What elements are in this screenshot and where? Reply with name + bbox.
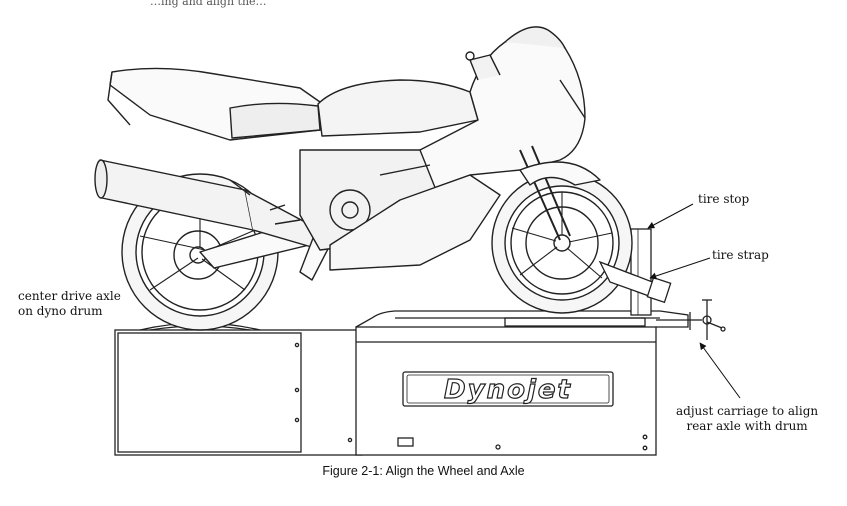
tire-stop-arrow	[647, 203, 694, 229]
front-wheel	[491, 172, 633, 314]
adjust-carriage-arrow	[699, 342, 741, 399]
figure-caption: Figure 2-1: Align the Wheel and Axle	[322, 464, 525, 478]
label-line: rear axle with drum	[686, 419, 808, 433]
dynojet-logo: Dynojet	[444, 375, 572, 405]
label-line: center drive axle	[18, 289, 121, 303]
tire-stop	[630, 228, 652, 316]
dyno-base: Dynojet	[114, 299, 726, 456]
label-tire-stop: tire stop	[698, 192, 750, 206]
tire-strap	[598, 260, 672, 304]
tire-strap-arrow	[649, 257, 711, 280]
label-adjust-carriage: adjust carriage to align rear axle with …	[676, 404, 818, 434]
motorcycle	[94, 26, 633, 331]
label-tire-strap: tire strap	[712, 248, 769, 262]
header-fragment: …ing and align the…	[150, 0, 267, 8]
callout-lines	[647, 203, 741, 399]
label-center-drive-axle: center drive axle on dyno drum	[18, 289, 121, 319]
label-line: on dyno drum	[18, 304, 103, 318]
label-line: adjust carriage to align	[676, 404, 819, 418]
